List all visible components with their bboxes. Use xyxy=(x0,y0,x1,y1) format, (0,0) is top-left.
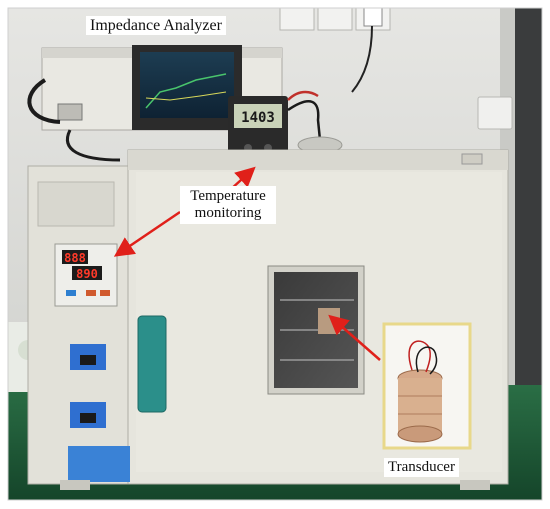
arrow-to-oven-transducer xyxy=(328,314,381,361)
transducer-label: Transducer xyxy=(384,458,459,477)
digital-thermometer: 1403 xyxy=(228,90,343,166)
controller-top-display: 888 xyxy=(64,251,86,265)
controller-bottom-display: 890 xyxy=(76,267,98,281)
wall-switch xyxy=(477,96,513,130)
thermometer-reading: 1403 xyxy=(241,110,275,126)
power-sockets xyxy=(279,7,391,93)
transducer-inset xyxy=(382,322,472,450)
arrow-to-controller xyxy=(113,210,181,257)
temperature-monitoring-label: Temperature monitoring xyxy=(180,186,276,224)
right-door-frame xyxy=(515,8,542,388)
impedance-analyzer-label: Impedance Analyzer xyxy=(86,16,226,35)
